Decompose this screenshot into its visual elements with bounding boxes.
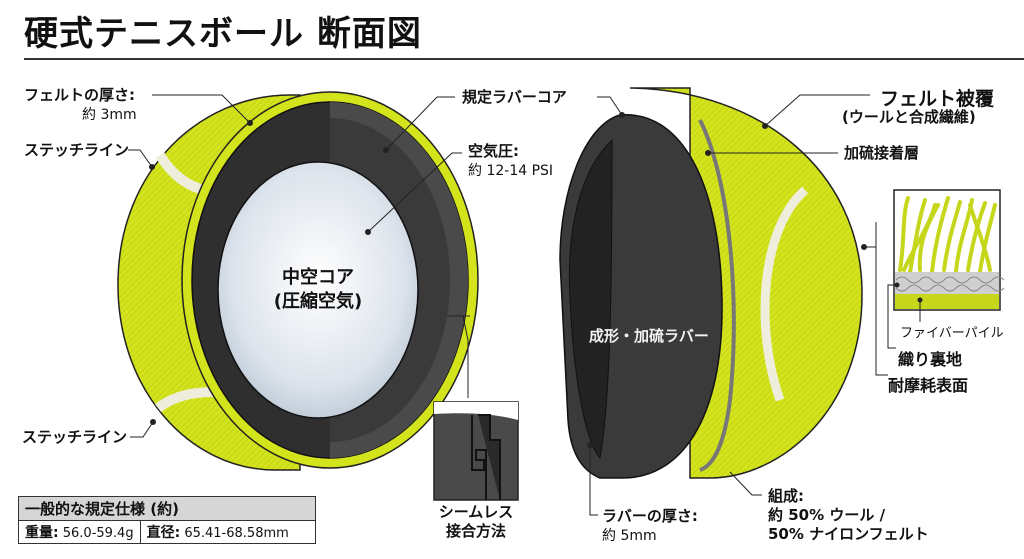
seamless-joint-line2: 接合方法 — [445, 522, 506, 540]
felt-thickness-value: 約 3mm — [82, 107, 137, 123]
rubber-core-label: 規定ラバーコア — [462, 88, 567, 106]
rubber-thickness-value: 約 5mm — [602, 528, 657, 544]
composition-label: 組成: — [768, 487, 804, 505]
felt-thickness-label: フェルトの厚さ: — [24, 86, 135, 104]
spec-table: 一般的な規定仕様 (約) 重量: 56.0-59.4g 直径: 65.41-68… — [18, 496, 316, 544]
vulcanized-adhesive-label: 加硫接着層 — [844, 144, 920, 162]
weight-cell: 重量: 56.0-59.4g — [19, 521, 140, 543]
composition-line1: 約 50% ウール / — [768, 506, 886, 524]
air-pressure-label: 空気圧: — [468, 142, 519, 160]
felt-cover-label: フェルト被覆 — [880, 88, 995, 110]
right-callout-lines — [587, 94, 888, 516]
left-ball — [117, 91, 479, 471]
hollow-core-label: 中空コア (圧縮空気) — [258, 266, 378, 314]
stitch-line-top-label: ステッチライン — [24, 141, 130, 159]
diameter-label: 直径: — [146, 525, 181, 541]
weight-label: 重量: — [25, 525, 59, 541]
rubber-thickness-label: ラバーの厚さ: — [602, 507, 698, 525]
spec-table-heading: 一般的な規定仕様 (約) — [19, 497, 315, 521]
page-title: 硬式テニスボール 断面図 — [24, 14, 422, 54]
air-pressure-value: 約 12-14 PSI — [468, 163, 554, 179]
felt-cover-sub: (ウールと合成繊維) — [842, 108, 976, 126]
seam-joint-inset — [433, 401, 519, 501]
weight-value: 56.0-59.4g — [62, 526, 134, 541]
diameter-cell: 直径: 65.41-68.58mm — [139, 521, 295, 543]
left-callout-lines — [128, 94, 469, 438]
stitch-line-bottom-label: ステッチライン — [22, 428, 128, 446]
title-underline — [24, 58, 1024, 60]
wear-surface-label: 耐摩耗表面 — [888, 376, 969, 395]
molded-rubber-label: 成形・加硫ラバー — [589, 327, 709, 345]
hollow-core-line1: 中空コア — [282, 267, 354, 288]
hollow-core-line2: (圧縮空気) — [273, 291, 363, 312]
right-ball — [559, 87, 863, 479]
felt-fiber-inset — [887, 189, 1005, 349]
fiber-pile-label: ファイバーパイル — [900, 326, 1004, 341]
composition-line2: 50% ナイロンフェルト — [768, 525, 929, 543]
spec-table-row: 重量: 56.0-59.4g 直径: 65.41-68.58mm — [19, 521, 315, 543]
seamless-joint-caption: シームレス 接合方法 — [430, 503, 522, 541]
diameter-value: 65.41-68.58mm — [184, 526, 289, 541]
woven-backing-label: 織り裏地 — [898, 350, 963, 369]
seamless-joint-line1: シームレス — [438, 503, 514, 521]
